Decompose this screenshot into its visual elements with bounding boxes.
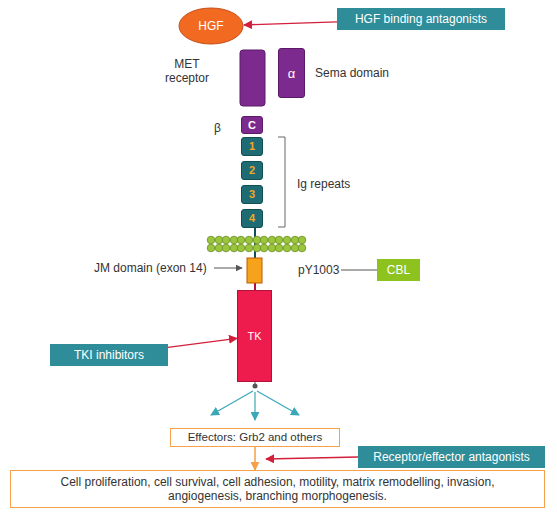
- node-text: 2: [249, 164, 255, 177]
- ig-repeat-box: 4: [241, 209, 263, 228]
- membrane-bead: [291, 236, 299, 244]
- membrane-bead: [268, 236, 276, 244]
- node-text: CBL: [387, 263, 410, 277]
- domain-box: α: [278, 48, 305, 98]
- signal-arrow: [257, 391, 299, 415]
- receptor-label: MET receptor: [157, 57, 217, 85]
- receptor-stalk: [254, 283, 256, 290]
- outcome-box: Cell proliferation, cell survival, cell …: [10, 470, 545, 508]
- connector-arrow: [244, 22, 337, 25]
- node-text: α: [288, 66, 296, 81]
- membrane-bead: [298, 244, 306, 252]
- membrane-bead: [215, 244, 223, 252]
- cell-membrane: [207, 236, 306, 252]
- kinase-domain-box: TK: [237, 290, 272, 382]
- branch-dot: [253, 384, 258, 389]
- node-text: TK: [247, 330, 261, 343]
- ellipse-shape: [179, 8, 243, 44]
- leader-line: [341, 270, 377, 271]
- membrane-bead: [275, 244, 283, 252]
- receptor-stalk: [240, 50, 265, 106]
- node-text: Receptor/effector antagonists: [373, 450, 530, 464]
- membrane-bead: [237, 236, 245, 244]
- site-label: pY1003: [298, 263, 339, 277]
- membrane-bead: [260, 244, 268, 252]
- node-text: 1: [249, 140, 255, 153]
- protein-box: CBL: [377, 259, 420, 281]
- region-label: Ig repeats: [297, 177, 350, 191]
- membrane-bead: [230, 244, 238, 252]
- membrane-bead: [207, 244, 215, 252]
- membrane-bead: [222, 236, 230, 244]
- membrane-bead: [283, 244, 291, 252]
- membrane-bead: [245, 244, 253, 252]
- node-text: Cell proliferation, cell survival, cell …: [33, 475, 522, 503]
- membrane-bead: [207, 236, 215, 244]
- membrane-bead: [291, 244, 299, 252]
- signal-arrow: [211, 391, 253, 415]
- signal-arrow: [254, 392, 255, 420]
- domain-label: Sema domain: [315, 66, 389, 80]
- inhibitor-arrow: [266, 457, 358, 459]
- membrane-bead: [253, 236, 261, 244]
- membrane-bead: [222, 244, 230, 252]
- membrane-bead: [298, 236, 306, 244]
- chain-label: β: [214, 121, 221, 135]
- therapy-box: Receptor/effector antagonists: [358, 446, 545, 468]
- therapy-box: HGF binding antagonists: [337, 8, 505, 30]
- membrane-bead: [253, 244, 261, 252]
- ig-repeat-box: 2: [241, 161, 263, 180]
- node-text: HGF binding antagonists: [355, 12, 487, 26]
- node-text: C: [248, 119, 256, 132]
- effector-box: Effectors: Grb2 and others: [170, 428, 340, 447]
- ligand-ellipse: HGF: [178, 7, 244, 45]
- node-text: Effectors: Grb2 and others: [188, 431, 323, 445]
- membrane-bead: [245, 236, 253, 244]
- jm-domain-box: [247, 258, 262, 283]
- node-text: TKI inhibitors: [74, 348, 144, 362]
- membrane-bead: [268, 244, 276, 252]
- ig-repeat-box: 1: [241, 137, 263, 156]
- membrane-bead: [275, 236, 283, 244]
- domain-label: JM domain (exon 14): [94, 261, 207, 275]
- ig-repeat-box: 3: [241, 185, 263, 204]
- pointer-arrow: [214, 268, 242, 269]
- node-text: HGF: [198, 19, 223, 33]
- membrane-bead: [215, 236, 223, 244]
- membrane-bead: [283, 236, 291, 244]
- domain-box: C: [241, 116, 263, 134]
- node-text: 4: [249, 212, 255, 225]
- connector-arrow: [254, 447, 256, 470]
- node-text: 3: [249, 188, 255, 201]
- therapy-box: TKI inhibitors: [50, 344, 168, 366]
- membrane-bead: [230, 236, 238, 244]
- membrane-bead: [237, 244, 245, 252]
- ig-bracket: [278, 137, 285, 227]
- connector-arrow: [168, 338, 237, 347]
- membrane-bead: [260, 236, 268, 244]
